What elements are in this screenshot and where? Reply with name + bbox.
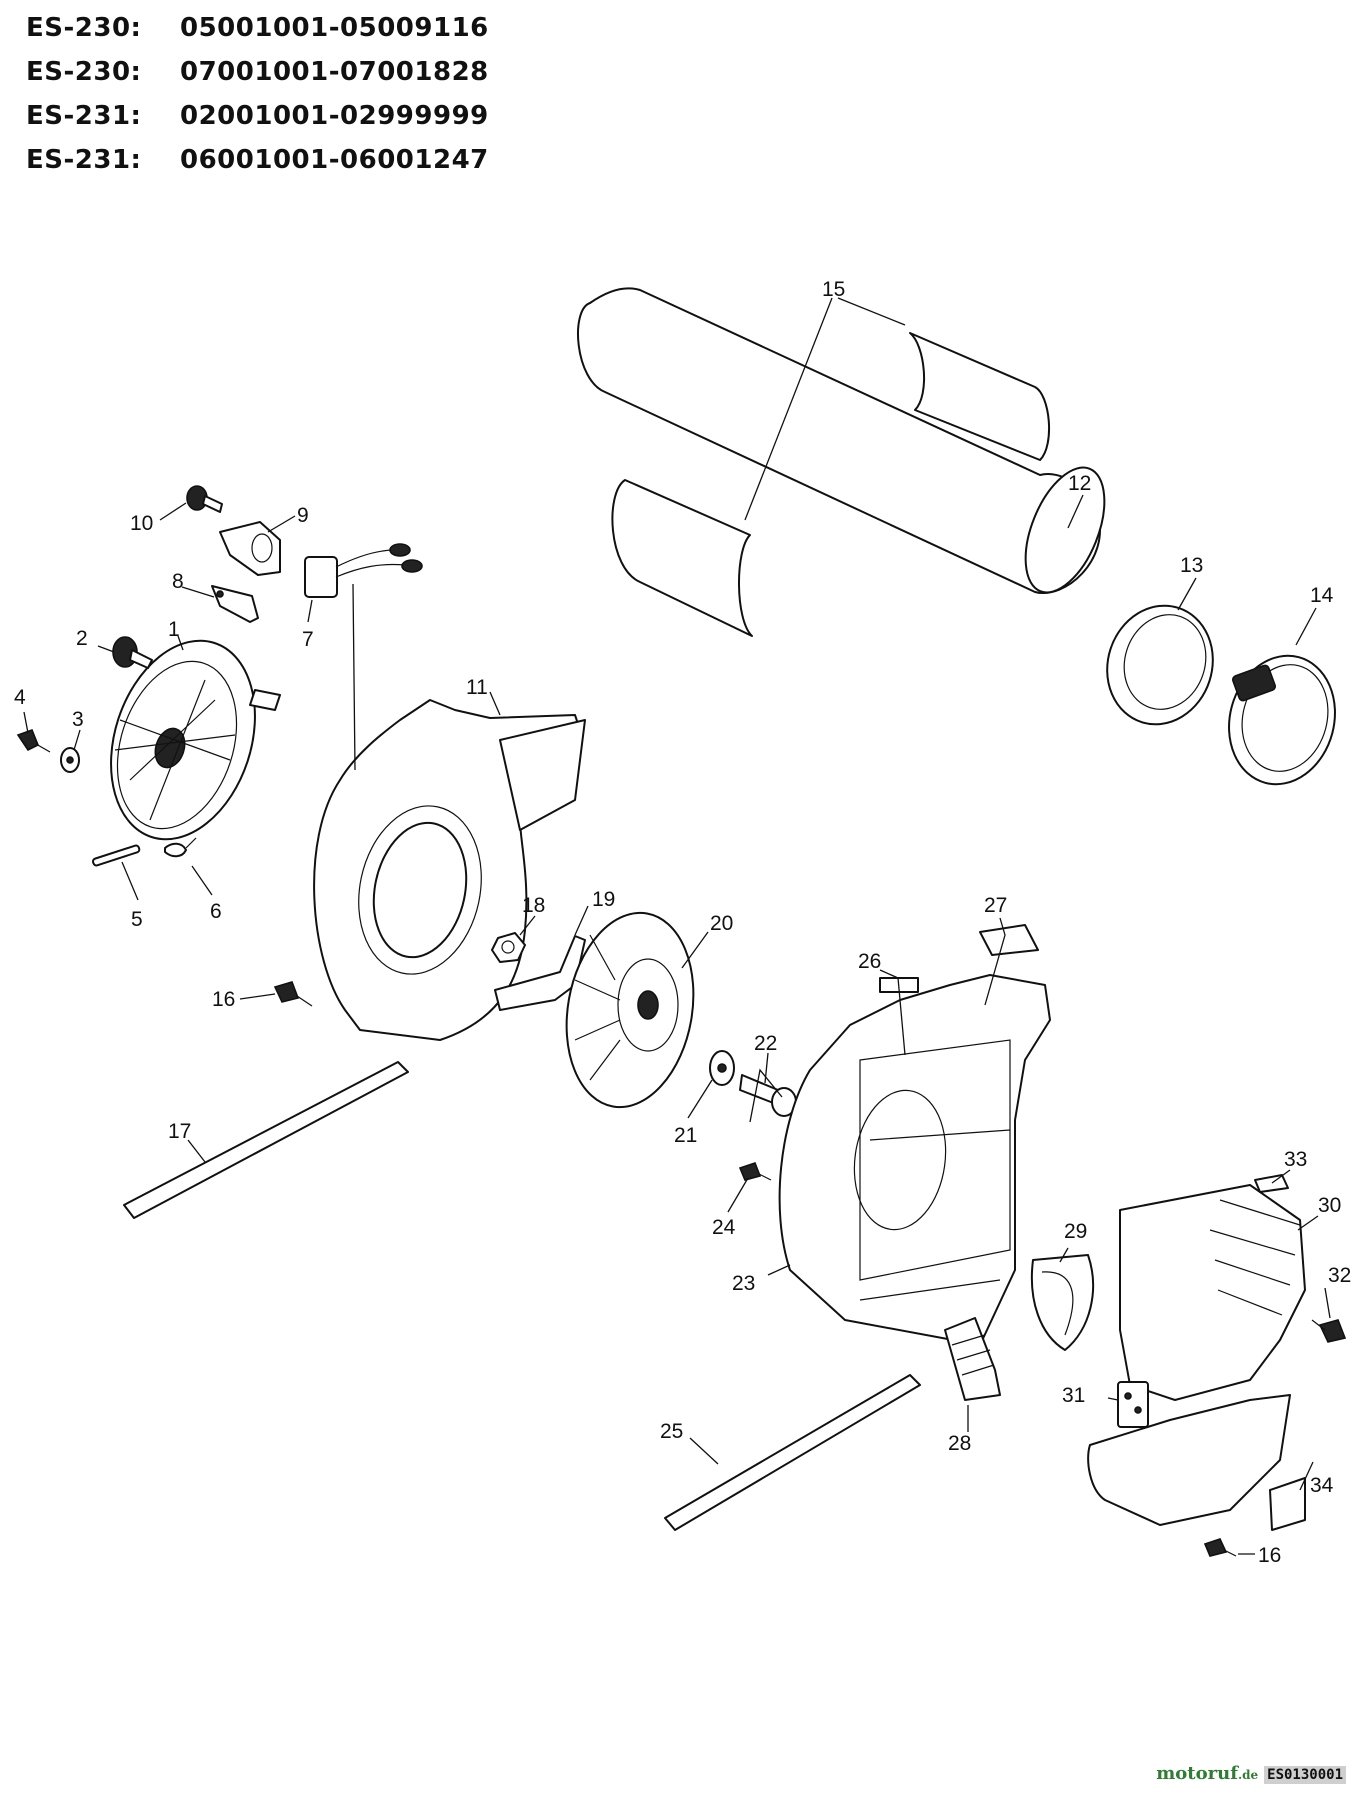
label-part xyxy=(1269,1477,1306,1531)
pipe-label-part xyxy=(611,332,1051,637)
handle-bracket-part xyxy=(219,521,281,576)
leader-lines xyxy=(23,297,1331,1555)
callout-18: 18 xyxy=(522,894,545,917)
callout-16a: 16 xyxy=(212,988,235,1011)
callout-14: 14 xyxy=(1310,584,1334,607)
spring-part xyxy=(164,837,197,858)
hose-clamp-part xyxy=(1228,654,1336,786)
callout-10: 10 xyxy=(130,512,153,535)
serial-range: 05001001-05009116 xyxy=(180,13,489,43)
callout-31: 31 xyxy=(1062,1384,1085,1407)
washer-part xyxy=(709,1050,735,1086)
model-serial-header: ES-230: 05001001-05009116 ES-230: 070010… xyxy=(26,6,489,182)
callout-28: 28 xyxy=(948,1432,971,1455)
watermark-tld: .de xyxy=(1237,1768,1259,1782)
watermark-logo: motoruf.de xyxy=(1156,1763,1258,1784)
callout-15: 15 xyxy=(822,278,845,301)
model-label: ES-230: xyxy=(26,13,142,43)
screw-part xyxy=(16,728,51,753)
serial-range: 07001001-07001828 xyxy=(180,57,489,87)
callout-7: 7 xyxy=(302,628,314,651)
callout-26: 26 xyxy=(858,950,881,973)
blower-pipe-part xyxy=(577,287,1106,595)
washer-part xyxy=(60,747,80,773)
model-label: ES-230: xyxy=(26,57,142,87)
callout-6: 6 xyxy=(210,900,222,923)
callout-21: 21 xyxy=(674,1124,697,1147)
callout-19: 19 xyxy=(592,888,615,911)
pad-part xyxy=(1117,1381,1149,1428)
callout-30: 30 xyxy=(1318,1194,1341,1217)
callout-22: 22 xyxy=(754,1032,777,1055)
serial-range: 02001001-02999999 xyxy=(180,101,489,131)
callout-8: 8 xyxy=(172,570,184,593)
screw-part xyxy=(273,981,313,1007)
model-serial-row: ES-230: 05001001-05009116 xyxy=(26,6,489,50)
top-cover-part xyxy=(1119,1184,1306,1401)
callout-13: 13 xyxy=(1180,554,1203,577)
callout-25: 25 xyxy=(660,1420,683,1443)
callout-24: 24 xyxy=(712,1216,736,1239)
filter-plate-part xyxy=(944,1317,1001,1401)
callout-4: 4 xyxy=(14,686,26,709)
callout-27: 27 xyxy=(984,894,1007,917)
screw-part xyxy=(738,1161,772,1181)
callout-2: 2 xyxy=(76,627,88,650)
bolt-part xyxy=(739,1074,797,1117)
main-case-part xyxy=(778,974,1051,1346)
bottom-cover-part xyxy=(1087,1394,1291,1526)
callout-9: 9 xyxy=(297,504,309,527)
callout-32: 32 xyxy=(1328,1264,1351,1287)
nut-part xyxy=(491,932,526,963)
model-label: ES-231: xyxy=(26,145,142,175)
callout-16b: 16 xyxy=(1258,1544,1281,1567)
footer: motoruf.de ES0130001 xyxy=(1156,1763,1346,1784)
pipe-band-part xyxy=(1106,604,1214,726)
callout-20: 20 xyxy=(710,912,733,935)
label-part xyxy=(1254,1174,1289,1193)
bolt-part xyxy=(1311,1319,1347,1343)
watermark-text: motoruf xyxy=(1156,1763,1238,1784)
label-part xyxy=(979,924,1039,956)
pin-part xyxy=(92,844,141,867)
callout-labels: 15 12 13 14 11 10 9 8 7 2 1 4 3 6 5 18 1… xyxy=(14,278,1351,1567)
starter-knob-part xyxy=(112,636,153,669)
label-strip-part xyxy=(123,1061,409,1219)
model-serial-row: ES-231: 02001001-02999999 xyxy=(26,94,489,138)
bolt-part xyxy=(186,485,223,513)
label-strip-part xyxy=(664,1374,921,1531)
recoil-starter-part xyxy=(110,639,281,841)
callout-1: 1 xyxy=(168,618,180,641)
screw-part xyxy=(1203,1538,1237,1557)
callout-3: 3 xyxy=(72,708,84,731)
drawing-code: ES0130001 xyxy=(1264,1766,1346,1784)
fan-part xyxy=(565,911,695,1109)
callout-17: 17 xyxy=(168,1120,191,1143)
callout-23: 23 xyxy=(732,1272,755,1295)
callout-11: 11 xyxy=(466,676,488,699)
model-serial-row: ES-230: 07001001-07001828 xyxy=(26,50,489,94)
model-label: ES-231: xyxy=(26,101,142,131)
filter-part xyxy=(1030,1254,1095,1351)
serial-range: 06001001-06001247 xyxy=(180,145,489,175)
bracket-part xyxy=(211,585,259,623)
switch-part xyxy=(304,543,423,598)
callout-12: 12 xyxy=(1068,472,1091,495)
callout-34: 34 xyxy=(1310,1474,1334,1497)
callout-33: 33 xyxy=(1284,1148,1307,1171)
callout-29: 29 xyxy=(1064,1220,1087,1243)
callout-5: 5 xyxy=(131,908,143,931)
model-serial-row: ES-231: 06001001-06001247 xyxy=(26,138,489,182)
